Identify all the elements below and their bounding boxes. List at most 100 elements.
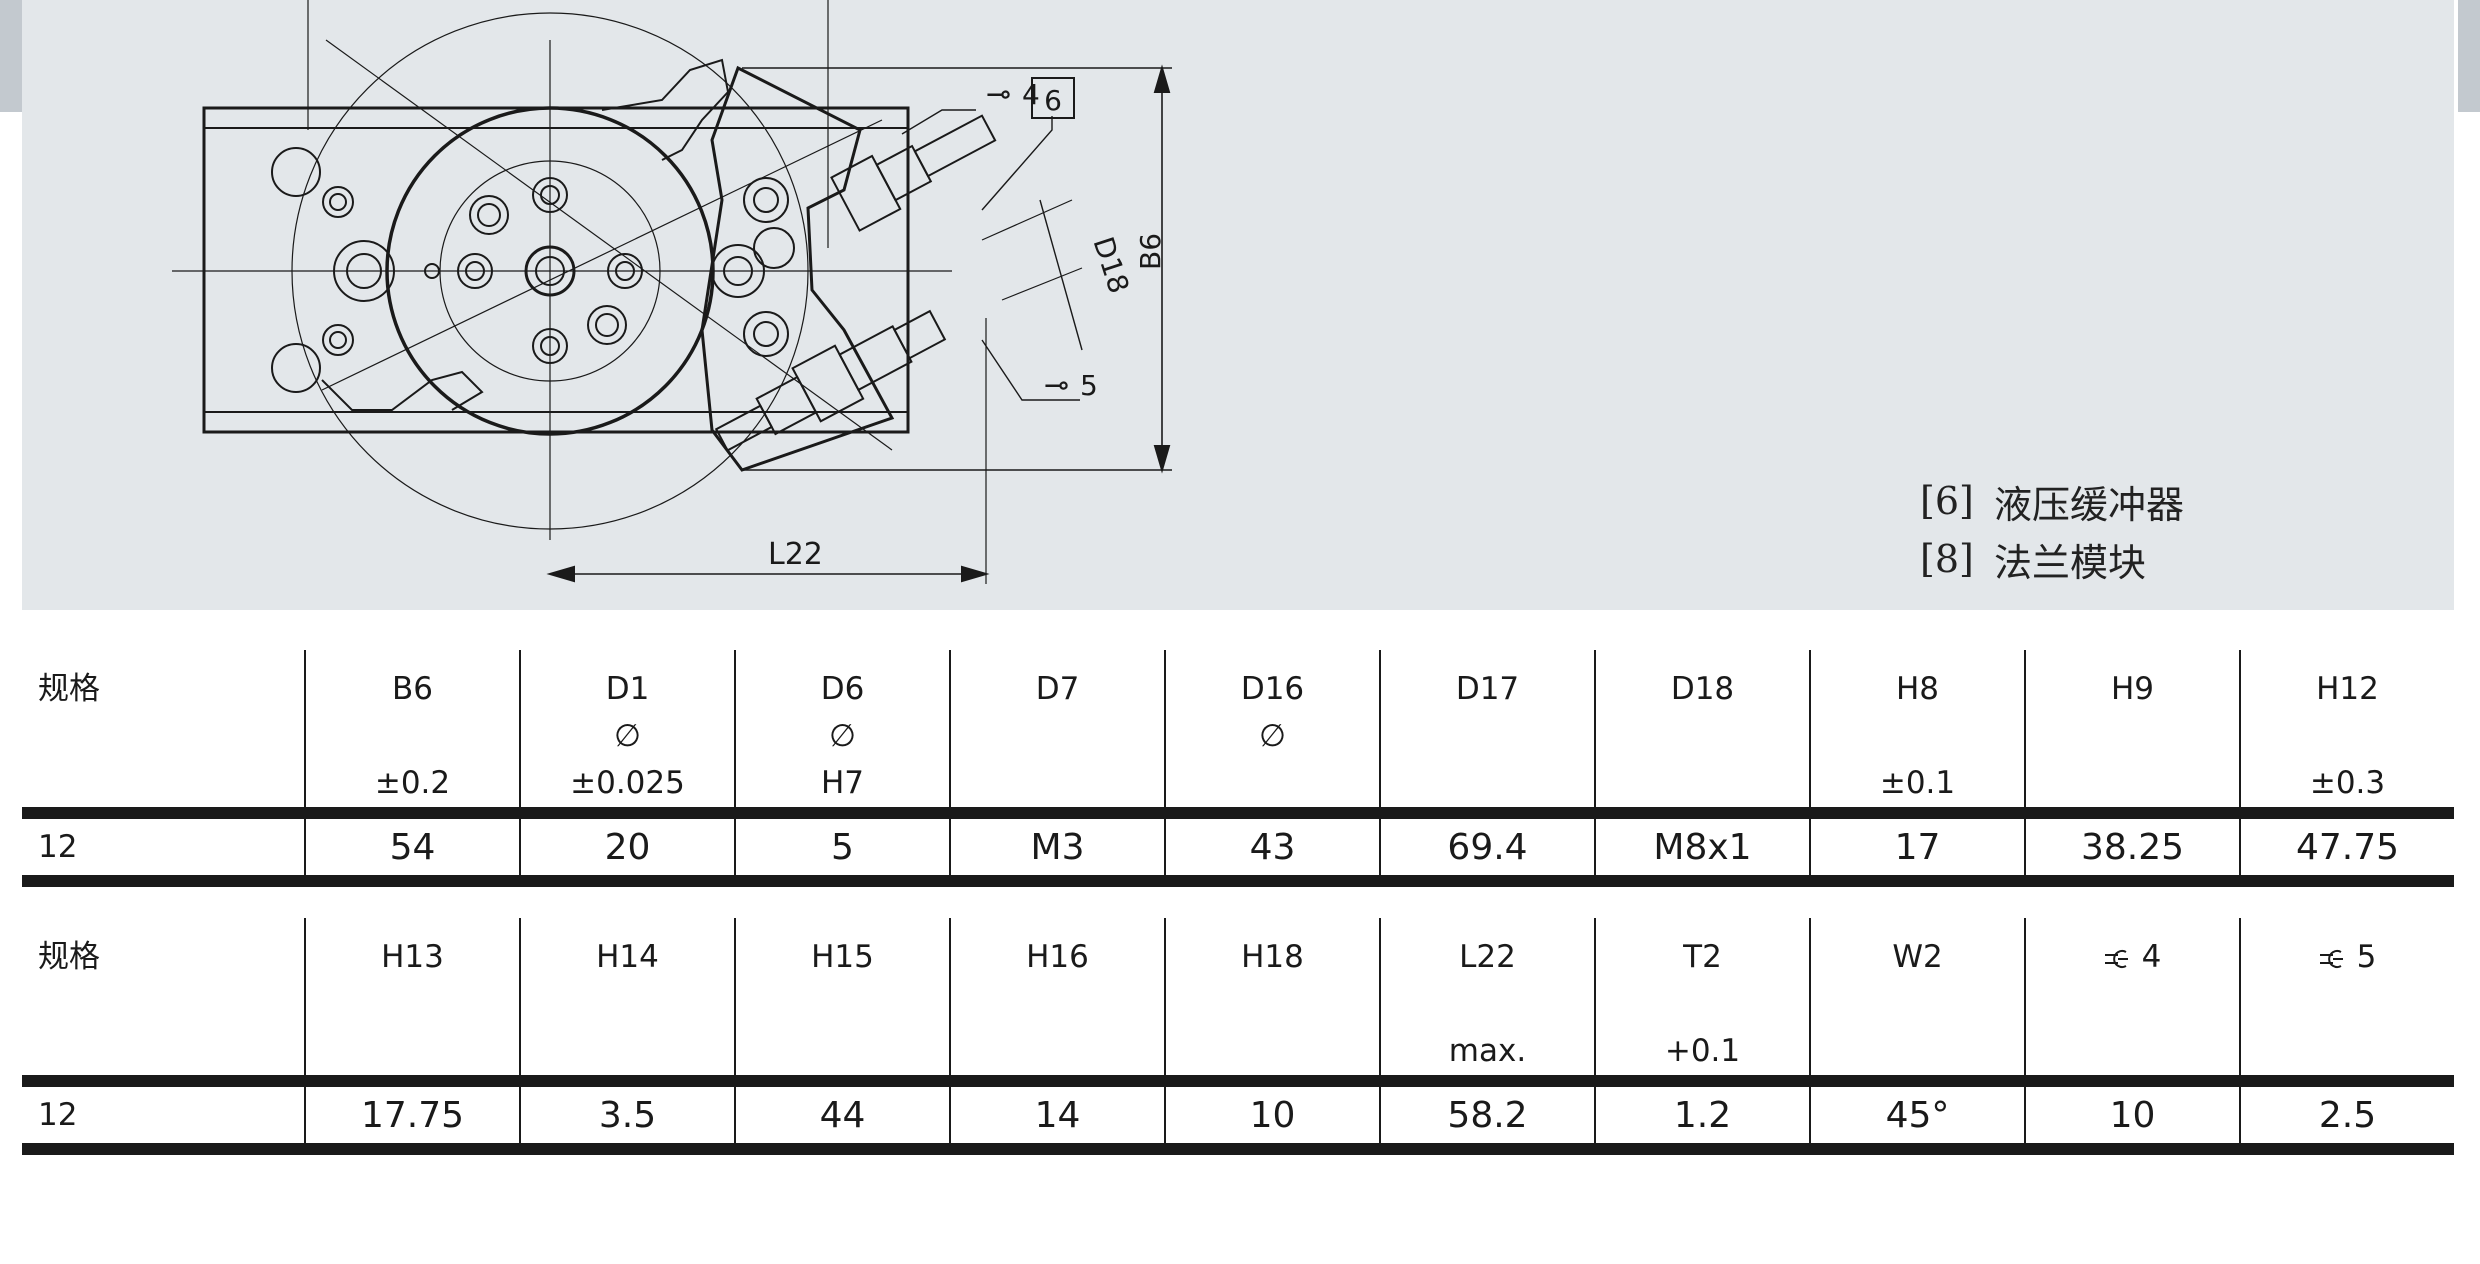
header-sublabel bbox=[1381, 713, 1594, 760]
header-cell: 4 bbox=[2024, 918, 2240, 1081]
header-sublabel bbox=[951, 760, 1164, 807]
header-sublabel bbox=[521, 1028, 734, 1075]
header-cell: D1∅±0.025 bbox=[519, 650, 735, 813]
value-cell: M8x1 bbox=[1594, 807, 1810, 887]
header-sublabel bbox=[38, 981, 304, 1028]
header-label: W2 bbox=[1892, 939, 1943, 975]
header-label: H18 bbox=[1241, 939, 1304, 975]
value-cell: 44 bbox=[734, 1075, 950, 1155]
legend-text: 液压缓冲器 bbox=[1994, 482, 2185, 527]
header-sublabel bbox=[1596, 760, 1809, 807]
value-cell: 47.75 bbox=[2239, 807, 2454, 887]
header-sublabel: max. bbox=[1448, 1033, 1527, 1069]
header-sublabel: H7 bbox=[820, 765, 865, 801]
wrench-icon: ⊸ bbox=[1044, 368, 1069, 403]
header-label: 规格 bbox=[38, 939, 100, 975]
header-sublabel bbox=[1811, 1028, 2024, 1075]
header-sublabel bbox=[951, 981, 1164, 1028]
callout-wrench4: 4 bbox=[1022, 78, 1040, 111]
header-cell: H18 bbox=[1164, 918, 1380, 1081]
header-label: H15 bbox=[811, 939, 874, 975]
wrench-icon bbox=[2104, 949, 2128, 968]
header-cell: 规格 bbox=[22, 918, 305, 1081]
value-cell: 17 bbox=[1809, 807, 2025, 887]
value-cell: 20 bbox=[519, 807, 735, 887]
header-sublabel: ∅ bbox=[1258, 718, 1286, 754]
value-cell: 14 bbox=[949, 1075, 1165, 1155]
header-label: D6 bbox=[820, 671, 865, 707]
value-cell: 12 bbox=[22, 807, 305, 887]
header-sublabel bbox=[951, 713, 1164, 760]
header-sublabel bbox=[306, 1028, 519, 1075]
legend-text: 法兰模块 bbox=[1994, 540, 2147, 585]
header-sublabel: ±0.1 bbox=[1879, 765, 1956, 801]
header-sublabel bbox=[1166, 1028, 1379, 1075]
header-sublabel bbox=[1381, 760, 1594, 807]
header-sublabel bbox=[2241, 981, 2454, 1028]
value-cell: 38.25 bbox=[2024, 807, 2240, 887]
header-sublabel bbox=[951, 1028, 1164, 1075]
header-label: 4 bbox=[2141, 939, 2162, 975]
value-cell: 3.5 bbox=[519, 1075, 735, 1155]
callout-wrench5: 5 bbox=[1080, 369, 1098, 402]
header-sublabel bbox=[38, 1028, 304, 1075]
header-cell: 规格 bbox=[22, 650, 305, 813]
header-sublabel bbox=[736, 1028, 949, 1075]
header-sublabel: +0.1 bbox=[1664, 1033, 1741, 1069]
value-cell: M3 bbox=[949, 807, 1165, 887]
header-sublabel bbox=[1166, 981, 1379, 1028]
legend: [6] 液压缓冲器 [8] 法兰模块 bbox=[1920, 472, 2184, 588]
header-sublabel: ∅ bbox=[828, 718, 856, 754]
header-label: 规格 bbox=[38, 671, 100, 707]
header-sublabel bbox=[2026, 981, 2239, 1028]
header-label: H8 bbox=[1895, 671, 1940, 707]
header-label: T2 bbox=[1683, 939, 1722, 975]
header-label: B6 bbox=[392, 671, 433, 707]
value-cell: 45° bbox=[1809, 1075, 2025, 1155]
value-cell: 2.5 bbox=[2239, 1075, 2454, 1155]
header-cell: D6 ∅ H7 bbox=[734, 650, 950, 813]
header-label: D16 bbox=[1240, 671, 1305, 707]
header-sublabel bbox=[1166, 760, 1379, 807]
header-cell: H14 bbox=[519, 918, 735, 1081]
header-label: H12 bbox=[2316, 671, 2379, 707]
value-cell: 69.4 bbox=[1379, 807, 1595, 887]
callout-l22: L22 bbox=[768, 537, 823, 572]
header-label: D18 bbox=[1670, 671, 1735, 707]
header-sublabel: ±0.2 bbox=[374, 765, 451, 801]
header-sublabel bbox=[2026, 760, 2239, 807]
value-cell: 54 bbox=[304, 807, 520, 887]
header-label: D7 bbox=[1035, 671, 1080, 707]
header-cell: D17 bbox=[1379, 650, 1595, 813]
header-sublabel: ±0.025 bbox=[570, 765, 685, 801]
value-cell: 43 bbox=[1164, 807, 1380, 887]
header-label: H13 bbox=[381, 939, 444, 975]
value-cell: 12 bbox=[22, 1075, 305, 1155]
header-sublabel bbox=[2026, 713, 2239, 760]
header-sublabel bbox=[736, 981, 949, 1028]
header-cell: H15 bbox=[734, 918, 950, 1081]
value-cell: 58.2 bbox=[1379, 1075, 1595, 1155]
header-sublabel bbox=[2026, 1028, 2239, 1075]
header-sublabel bbox=[1381, 981, 1594, 1028]
header-cell: D7 bbox=[949, 650, 1165, 813]
header-sublabel: ±0.3 bbox=[2309, 765, 2386, 801]
value-cell: 1.2 bbox=[1594, 1075, 1810, 1155]
header-sublabel: ∅ bbox=[613, 718, 641, 754]
legend-ref: [8] bbox=[1920, 537, 1974, 581]
header-cell: H12 ±0.3 bbox=[2239, 650, 2454, 813]
header-sublabel bbox=[2241, 1028, 2454, 1075]
header-sublabel bbox=[38, 713, 304, 760]
scrollbar-right bbox=[2458, 0, 2480, 112]
header-sublabel bbox=[521, 981, 734, 1028]
header-label: H16 bbox=[1026, 939, 1089, 975]
header-sublabel bbox=[38, 760, 304, 807]
wrench-icon bbox=[2319, 949, 2343, 968]
header-cell: W2 bbox=[1809, 918, 2025, 1081]
drawing-panel: ⊸ 4 6 ⊸ 5 D18 B6 L22 [6] 液压缓冲器 [8] 法兰模块 bbox=[22, 0, 2454, 610]
